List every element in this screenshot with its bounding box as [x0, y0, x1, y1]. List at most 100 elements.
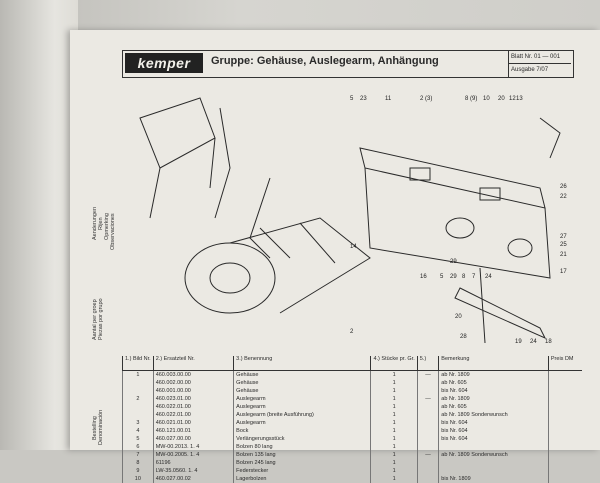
cell-bild: 7 — [123, 451, 154, 459]
cell-bild — [123, 387, 154, 395]
cell-m — [417, 435, 439, 443]
cell-nr: 460.027.00.00 — [153, 435, 233, 443]
svg-text:29: 29 — [450, 259, 457, 265]
main-beam — [360, 148, 545, 208]
svg-text:16: 16 — [420, 274, 427, 280]
cell-ben: Gehäuse — [234, 371, 371, 380]
cell-preis — [548, 395, 582, 403]
cell-st: 1 — [371, 403, 417, 411]
cell-bem: bis Nr. 604 — [439, 387, 549, 395]
cell-preis — [548, 435, 582, 443]
cell-bild: 5 — [123, 435, 154, 443]
cell-ben: Gehäuse — [234, 387, 371, 395]
svg-text:11: 11 — [385, 96, 392, 102]
svg-text:27: 27 — [560, 234, 567, 240]
parts-table: 1.) Bild Nr. 2.) Ersatzteil Nr. 3.) Bene… — [122, 356, 582, 483]
cell-preis — [548, 411, 582, 419]
cell-st: 1 — [371, 411, 417, 419]
cell-bild: 4 — [123, 427, 154, 435]
cell-m: — — [417, 451, 439, 459]
svg-text:5: 5 — [350, 96, 354, 102]
cell-preis — [548, 475, 582, 483]
cell-m: — — [417, 395, 439, 403]
svg-text:5: 5 — [440, 274, 444, 280]
cell-nr: 460.002.00.00 — [153, 379, 233, 387]
cell-preis — [548, 419, 582, 427]
cell-preis — [548, 451, 582, 459]
cell-bild: 10 — [123, 475, 154, 483]
cell-nr: 460.023.01.00 — [153, 395, 233, 403]
cell-m — [417, 475, 439, 483]
beam-hole-2 — [508, 239, 532, 257]
side-label-denominacion: Denominación — [98, 410, 104, 445]
cell-nr: 460.001.00.00 — [153, 387, 233, 395]
cell-preis — [548, 467, 582, 475]
svg-text:20: 20 — [498, 96, 505, 102]
svg-text:14: 14 — [350, 244, 357, 250]
cell-st: 1 — [371, 379, 417, 387]
svg-text:2: 2 — [350, 329, 354, 335]
cell-m — [417, 387, 439, 395]
cell-nr: 460.121.00.01 — [153, 427, 233, 435]
cell-m — [417, 403, 439, 411]
cell-preis — [548, 403, 582, 411]
cell-nr: 460.022.01.00 — [153, 411, 233, 419]
frame-part — [140, 98, 215, 168]
svg-text:18: 18 — [545, 339, 552, 345]
group-title: Gruppe: Gehäuse, Auslegearm, Anhängung — [211, 55, 439, 67]
side-label-observaciones: Observaciones — [110, 213, 116, 250]
cell-m — [417, 411, 439, 419]
col-5: 5.) — [417, 356, 439, 371]
previous-page-edge — [0, 0, 78, 450]
cell-m — [417, 427, 439, 435]
cell-nr: LW-35.0560. 1. 4 — [153, 467, 233, 475]
col-bild: 1.) Bild Nr. — [123, 356, 154, 371]
cell-bild: 9 — [123, 467, 154, 475]
cell-nr: 460.022.01.00 — [153, 403, 233, 411]
housing-body — [230, 218, 370, 313]
cell-bild: 8 — [123, 459, 154, 467]
cell-m — [417, 379, 439, 387]
cell-bem — [439, 459, 549, 467]
cell-ben: Auslegearm — [234, 403, 371, 411]
cell-m — [417, 419, 439, 427]
cell-ben: Federstecker — [234, 467, 371, 475]
cell-bild — [123, 403, 154, 411]
cell-m: — — [417, 371, 439, 380]
cell-st: 1 — [371, 419, 417, 427]
svg-text:7: 7 — [472, 274, 476, 280]
cell-bem: ab Nr. 1809 — [439, 371, 549, 380]
kemper-logo: kemper — [125, 53, 203, 73]
svg-text:8 (9): 8 (9) — [465, 96, 477, 102]
cell-ben: Bock — [234, 427, 371, 435]
cell-preis — [548, 371, 582, 380]
cell-bem — [439, 467, 549, 475]
svg-text:21: 21 — [560, 252, 567, 258]
edition: Ausgabe 7/07 — [509, 64, 571, 76]
cell-ben: Verlängerungsstück — [234, 435, 371, 443]
cell-m — [417, 467, 439, 475]
svg-text:22: 22 — [560, 194, 567, 200]
cell-st: 1 — [371, 467, 417, 475]
hook-part — [540, 118, 560, 158]
col-benennung: 3.) Benennung — [234, 356, 371, 371]
svg-text:20: 20 — [455, 314, 462, 320]
svg-text:24: 24 — [485, 274, 492, 280]
cell-st: 1 — [371, 435, 417, 443]
cell-preis — [548, 387, 582, 395]
hitch-arm — [250, 178, 270, 258]
cell-bem: bis Nr. 604 — [439, 419, 549, 427]
svg-text:8: 8 — [462, 274, 466, 280]
svg-text:29: 29 — [450, 274, 457, 280]
